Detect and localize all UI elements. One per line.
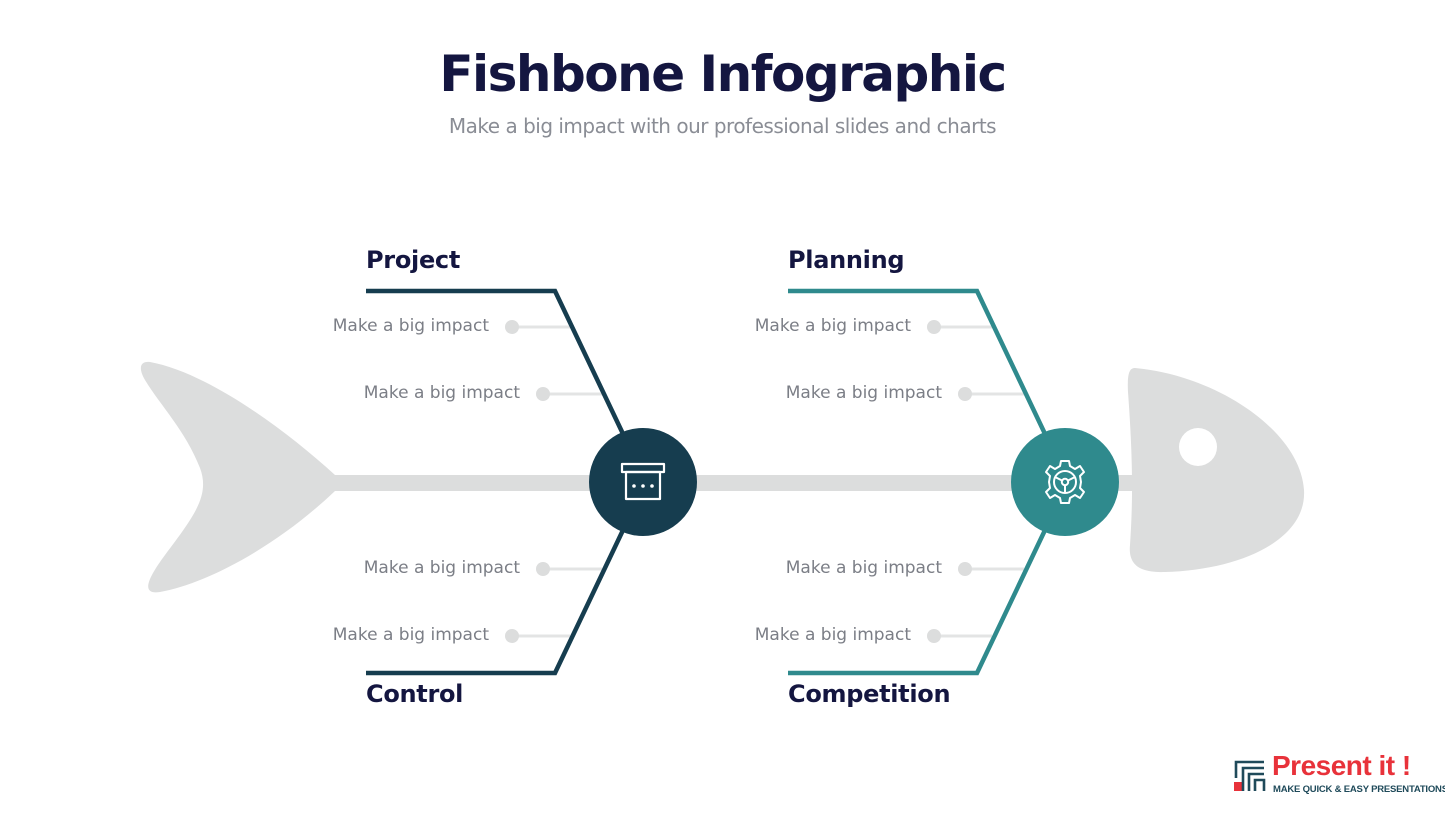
page-subtitle: Make a big impact with our professional … <box>448 114 997 138</box>
bone-competition <box>788 527 1049 676</box>
fish-spine <box>300 475 1160 491</box>
cause-item: Make a big impact <box>785 383 942 403</box>
category-label-control: Control <box>366 680 464 708</box>
category-label-competition: Competition <box>788 680 951 708</box>
cause-item: Make a big impact <box>754 316 911 336</box>
cause-item: Make a big impact <box>363 383 520 403</box>
cause-item: Make a big impact <box>332 625 489 645</box>
bone-control <box>366 527 627 676</box>
cause-item: Make a big impact <box>785 558 942 578</box>
node-right <box>1011 428 1119 536</box>
bone-project <box>366 288 627 437</box>
category-label-project: Project <box>366 246 461 274</box>
cause-item: Make a big impact <box>363 558 520 578</box>
category-label-planning: Planning <box>788 246 905 274</box>
gear-icon <box>1045 460 1085 504</box>
brand-logo: Present it ! MAKE QUICK & EASY PRESENTAT… <box>1234 750 1445 798</box>
fish-head <box>1127 368 1305 573</box>
cause-item: Make a big impact <box>754 625 911 645</box>
fish-tail <box>140 361 335 593</box>
cause-item: Make a big impact <box>332 316 489 336</box>
archive-box-icon <box>620 462 666 501</box>
bone-planning <box>788 288 1049 437</box>
bar-chart-logo-icon <box>1234 760 1266 791</box>
item-dots <box>505 320 972 643</box>
logo-tagline: MAKE QUICK & EASY PRESENTATIONS <box>1273 784 1445 795</box>
node-left <box>589 428 697 536</box>
logo-wordmark: Present it ! <box>1272 750 1411 781</box>
fish-eye <box>1179 428 1217 466</box>
item-connectors <box>512 325 1024 638</box>
page-title: Fishbone Infographic <box>439 45 1007 103</box>
